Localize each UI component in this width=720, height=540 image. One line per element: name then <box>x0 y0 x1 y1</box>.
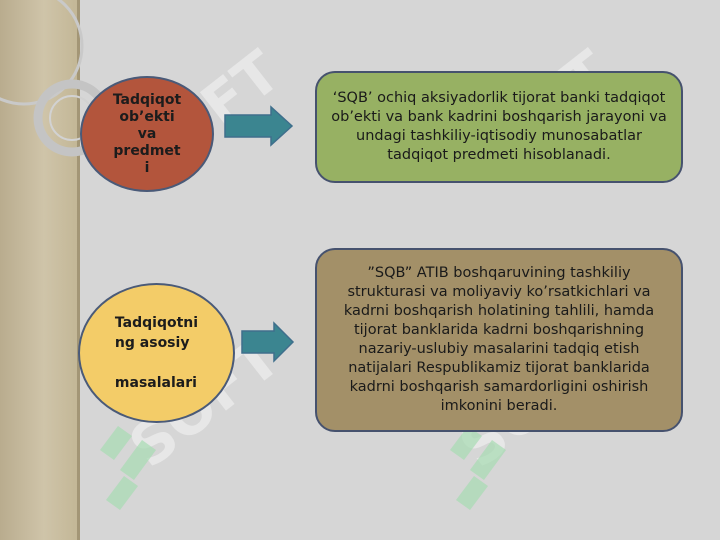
box-main-tasks-text: ”SQB” ATIB boshqaruvining tashkiliy stru… <box>343 265 655 414</box>
box-research-object-text: ‘SQB’ ochiq aksiyadorlik tijorat banki t… <box>331 90 667 163</box>
node-main-tasks-label: Tadqiqotni ng asosiy masalalari <box>114 315 199 391</box>
node-research-object-label: Tadqiqot ob’ekti va predmet i <box>112 91 182 176</box>
arrow-right-icon <box>241 321 295 363</box>
left-decorative-band <box>0 0 80 540</box>
box-research-object-description: ‘SQB’ ochiq aksiyadorlik tijorat banki t… <box>315 71 683 183</box>
box-main-tasks-description: ”SQB” ATIB boshqaruvining tashkiliy stru… <box>315 248 683 432</box>
node-research-object: Tadqiqot ob’ekti va predmet i <box>80 76 214 192</box>
arrow-right-icon <box>224 105 294 147</box>
node-main-tasks: Tadqiqotni ng asosiy masalalari <box>78 283 235 423</box>
